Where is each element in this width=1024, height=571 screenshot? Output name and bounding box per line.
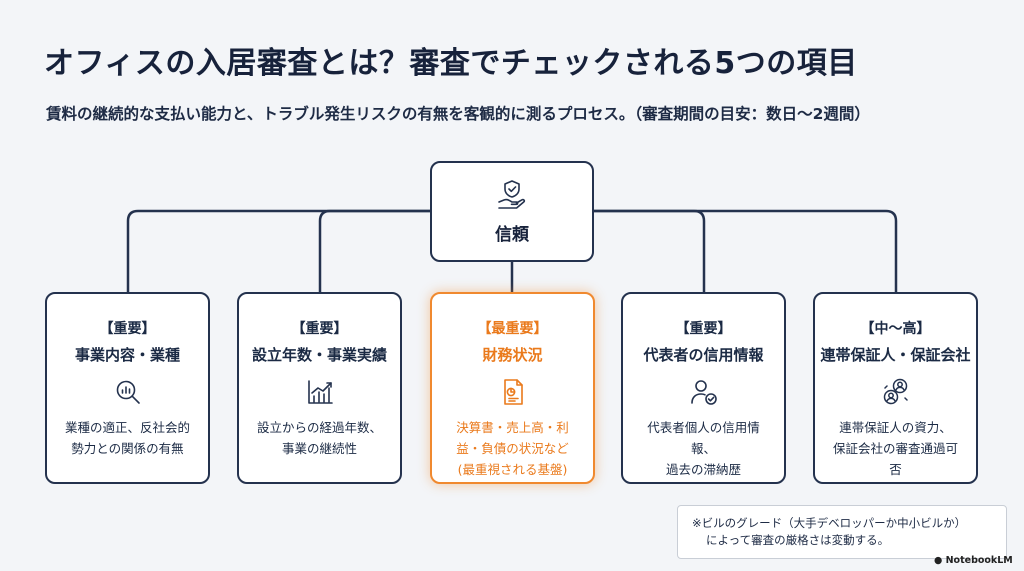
brand-logo-icon: ●: [934, 555, 943, 566]
shield-hand-icon: [498, 180, 526, 209]
card-representative-credit: 【重要】 代表者の信用情報 代表者個人の信用情報、 過去の滞納歴: [621, 292, 786, 484]
card-title: 代表者の信用情報: [643, 346, 764, 364]
growth-chart-icon: [307, 380, 333, 404]
card-tag: 【重要】: [99, 321, 156, 337]
footnote-line-1: ※ビルのグレード（大手デベロッパーか中小ビルか）: [692, 516, 967, 530]
card-tag: 【重要】: [291, 321, 348, 337]
footnote-line-2: によって審査の厳格さは変動する。: [706, 533, 890, 547]
financial-document-icon: [503, 379, 523, 405]
page-subtitle: 賃料の継続的な支払い能力と、トラブル発生リスクの有無を客観的に測るプロセス。（審…: [46, 105, 870, 123]
connector-right-outer: [594, 209, 898, 292]
root-label: 信頼: [495, 225, 529, 245]
page-title: オフィスの入居審査とは？審査でチェックされる5つの項目: [44, 46, 858, 81]
card-description: 代表者個人の信用情報、 過去の滞納歴: [647, 420, 760, 477]
card-description: 業種の適正、反社会的 勢力との関係の有無: [64, 420, 190, 456]
card-tag: 【中〜高】: [860, 321, 931, 337]
connector-left-inner: [318, 209, 430, 292]
card-title: 設立年数・事業実績: [251, 346, 387, 364]
card-business-content: 【重要】 事業内容・業種 業種の適正、反社会的 勢力との関係の有無: [45, 292, 210, 484]
card-title: 連帯保証人・保証会社: [820, 346, 971, 364]
card-description: 設立からの経過年数、 事業の継続性: [256, 420, 382, 456]
card-title: 財務状況: [482, 346, 543, 364]
card-description: 決算書・売上高・利 益・負債の状況など (最重視される基盤): [456, 420, 569, 477]
magnifier-chart-icon: [116, 380, 140, 404]
people-link-icon: [883, 378, 908, 405]
card-tag: 【重要】: [675, 321, 732, 337]
footnote-box: ※ビルのグレード（大手デベロッパーか中小ビルか） によって審査の厳格さは変動する…: [677, 505, 1007, 559]
card-title: 事業内容・業種: [74, 346, 180, 364]
connector-right-inner: [594, 209, 706, 292]
connector-left-outer: [126, 209, 430, 292]
card-financial-status: 【最重要】 財務状況 決算書・売上高・利 益・負債の状況など (最重視される基盤…: [430, 292, 595, 484]
root-node-trust: 信頼: [430, 161, 594, 262]
person-check-icon: [690, 380, 717, 405]
brand-text: NotebookLM: [945, 555, 1013, 566]
card-description: 連帯保証人の資力、 保証会社の審査通過可否: [832, 420, 958, 477]
card-establishment-track-record: 【重要】 設立年数・事業実績 設立からの経過年数、 事業の継続性: [237, 292, 402, 484]
card-guarantor: 【中〜高】 連帯保証人・保証会社 連帯保証人の資力、 保証会社の審査通過可否: [813, 292, 978, 484]
brand-watermark: ● NotebookLM: [934, 555, 1013, 566]
card-tag: 【最重要】: [477, 321, 548, 337]
